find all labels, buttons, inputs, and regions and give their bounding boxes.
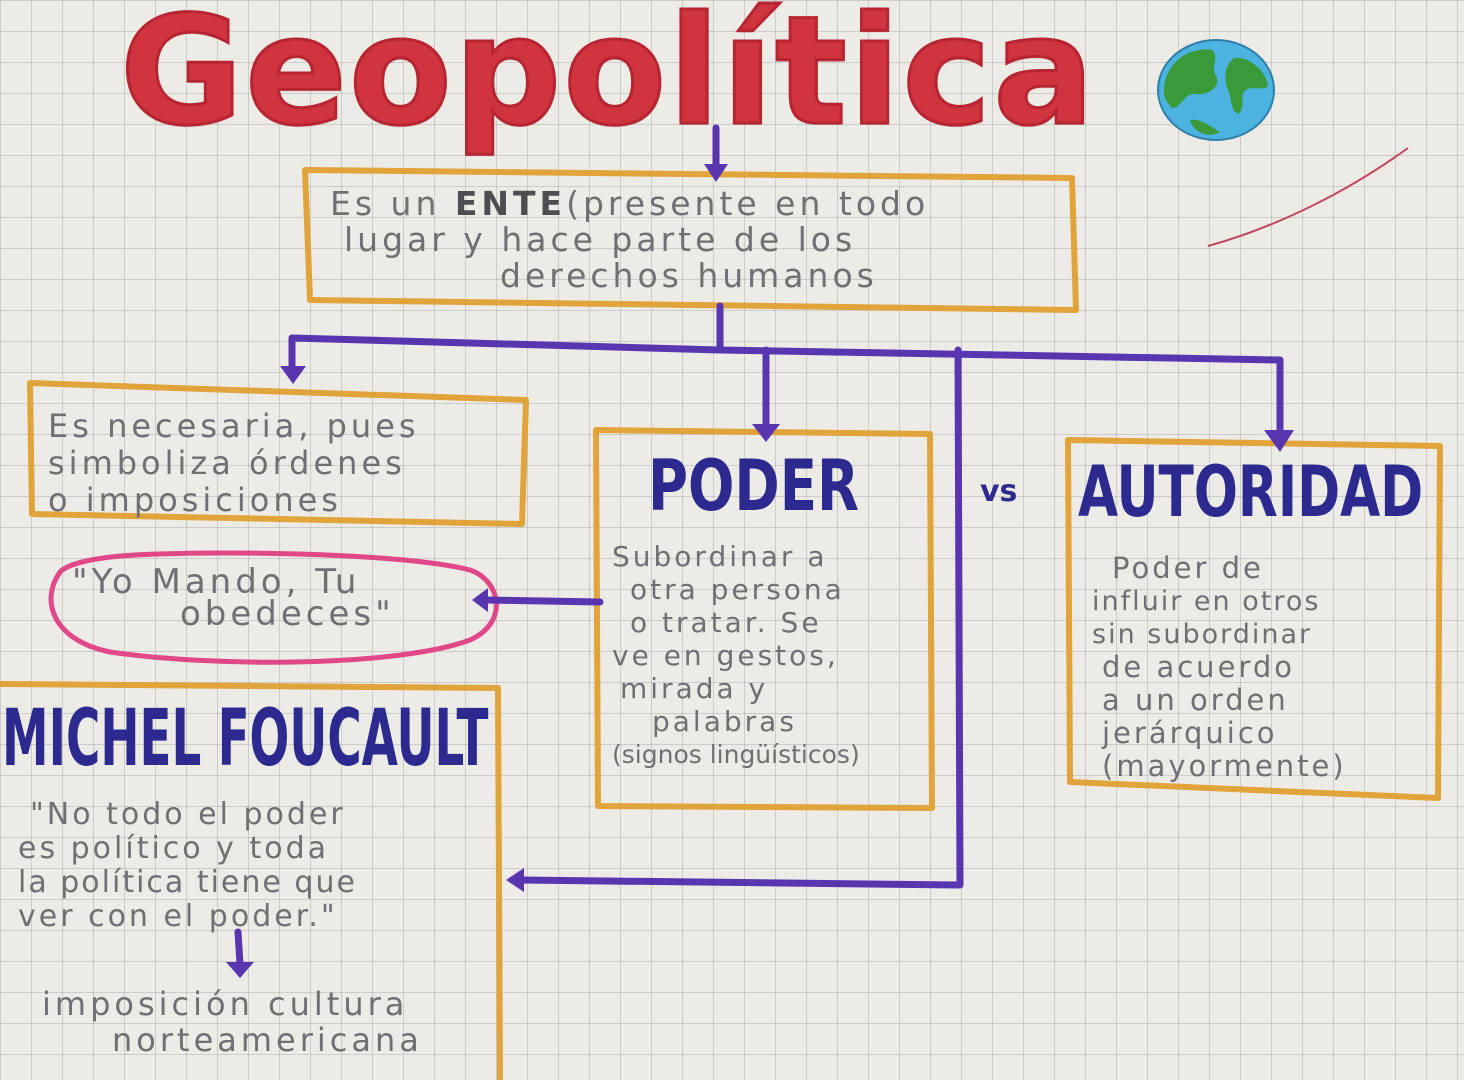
arrowhead-poder — [752, 424, 780, 442]
arrowhead-foucault-box — [506, 868, 524, 892]
necesaria-box — [27, 380, 529, 527]
arrowhead-quote — [472, 588, 488, 612]
autoridad-box — [1065, 437, 1443, 801]
ente-line-3: derechos humanos — [500, 256, 878, 295]
autoridad-description: Poder de influir en otros sin subordinar… — [1092, 551, 1347, 783]
ente-line-1: Es un ENTE(presente en todo — [330, 184, 930, 223]
ente-box — [302, 167, 1079, 313]
quote-yo-mando: "Yo Mando, Tu obedeces" — [72, 562, 395, 634]
poder-box — [593, 427, 935, 811]
ente-line-2: lugar y hace parte de los — [344, 220, 857, 259]
necesaria-description: Es necesaria, pues simboliza órdenes o i… — [48, 407, 420, 519]
poder-to-quote — [482, 596, 604, 606]
poder-heading: PODER — [648, 445, 860, 527]
globe-icon — [1157, 39, 1275, 141]
arrowhead-imposicion — [226, 962, 254, 978]
foucault-quote: "No todo el poder es político y toda la … — [18, 797, 357, 934]
autoridad-heading: AUTORIDAD — [1078, 451, 1424, 533]
branch-bar — [288, 334, 1284, 364]
ente-description: Es un ENTE(presente en todo lugar y hace… — [330, 186, 929, 294]
foucault-box — [0, 681, 503, 1080]
arrowhead-title — [704, 164, 728, 182]
imposicion-cultural: imposición cultura norteamericana — [42, 985, 423, 1059]
arrowhead-autoridad — [1264, 430, 1294, 452]
vs-connector — [516, 346, 964, 889]
poder-description: Subordinar a otra persona o tratar. Se v… — [612, 540, 860, 769]
quote-ellipse — [48, 550, 499, 665]
page-title: Geopolítica — [119, 0, 1097, 159]
pen-stroke — [1207, 147, 1409, 247]
ente-keyword: ENTE — [454, 184, 567, 223]
down-arrow-foucault — [234, 928, 244, 968]
arrowhead-left — [280, 366, 306, 384]
foucault-heading: MICHEL FOUCAULT — [2, 694, 489, 784]
vs-label: vs — [980, 474, 1018, 509]
